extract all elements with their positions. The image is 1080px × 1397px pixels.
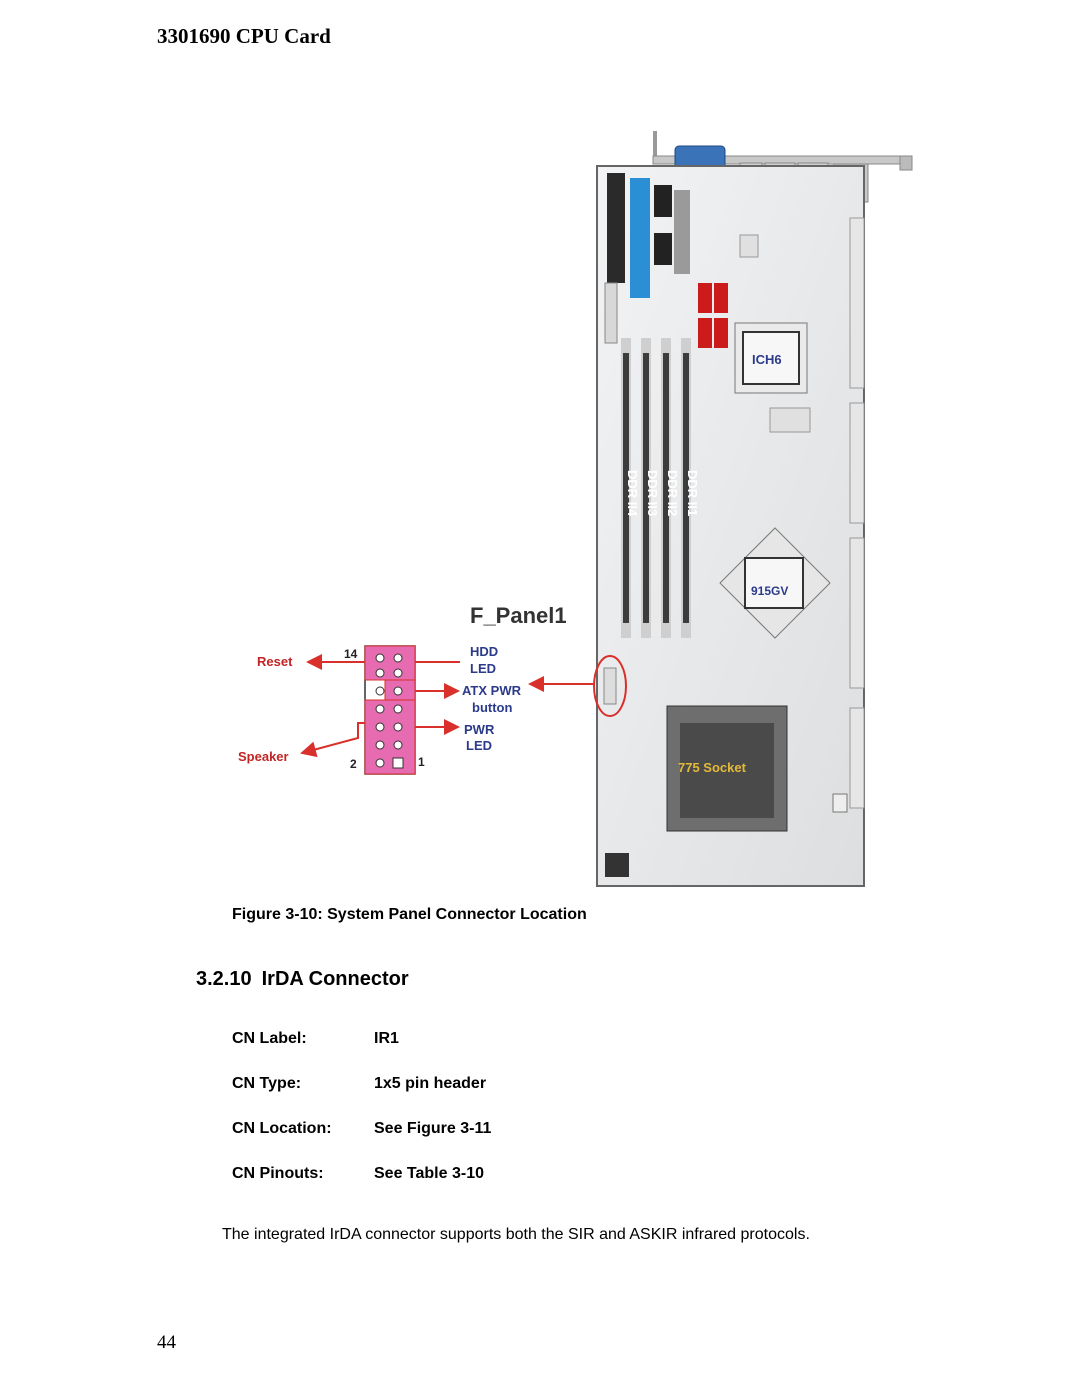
left-pin-header — [604, 282, 618, 344]
ich6-chip — [742, 331, 800, 385]
pin-1-label: 1 — [418, 755, 425, 769]
atx-pwr-button-label: button — [472, 700, 512, 715]
f-panel-header-onboard — [603, 667, 617, 705]
section-heading: 3.2.10 IrDA Connector — [196, 968, 409, 991]
usb-header-bottom — [654, 233, 672, 265]
cpu-socket-label: 775 Socket — [678, 760, 747, 775]
pin-2-label: 2 — [350, 757, 357, 771]
spec-value: See Figure 3-11 — [374, 1120, 492, 1137]
usb-header-top — [654, 185, 672, 217]
ddr-slot-3-label: DDR II3 — [645, 470, 660, 516]
sata-connectors — [698, 283, 728, 348]
atx-pwr-label: ATX PWR — [462, 683, 522, 698]
pwr-label: PWR — [464, 722, 495, 737]
spec-row-pinouts: CN Pinouts: See Table 3-10 — [232, 1165, 491, 1210]
reset-label: Reset — [257, 654, 293, 669]
ddr-slot-2-label: DDR II2 — [665, 470, 680, 516]
ich6-label: ICH6 — [752, 352, 782, 367]
page-header-title: 3301690 CPU Card — [157, 24, 331, 48]
section-title: IrDA Connector — [261, 968, 409, 990]
motherboard-figure: DDR II4 DDR II3 DDR II2 DDR II1 ICH6 915… — [230, 128, 915, 888]
hdd-led-label: LED — [470, 661, 496, 676]
ddr-slot-1-label: DDR II1 — [685, 470, 700, 516]
page-number: 44 — [157, 1332, 176, 1353]
f-panel-pin-diagram — [364, 645, 416, 775]
pwr-led-label: LED — [466, 738, 492, 753]
spec-key: CN Label: — [232, 1030, 307, 1047]
component-grid-2 — [739, 234, 759, 258]
floppy-connector — [607, 173, 625, 283]
edge-connector — [849, 217, 865, 809]
915gv-chip — [744, 557, 804, 609]
ddr-slot-4-label: DDR II4 — [625, 470, 640, 517]
f-panel-highlight-ellipse — [593, 655, 627, 717]
spec-row-location: CN Location: See Figure 3-11 — [232, 1120, 491, 1165]
dimm-slots — [621, 338, 691, 638]
cpu-fan-header — [832, 793, 848, 813]
secondary-ide-connector — [674, 190, 690, 274]
power-connector — [605, 853, 629, 877]
figure-caption: Figure 3-10: System Panel Connector Loca… — [232, 906, 587, 923]
speaker-label: Speaker — [238, 749, 289, 764]
915gv-label: 915GV — [751, 584, 788, 598]
spec-key: CN Pinouts: — [232, 1165, 324, 1182]
spec-value: IR1 — [374, 1030, 399, 1047]
cpu-socket-inner — [680, 723, 774, 818]
f-panel-title: F_Panel1 — [470, 603, 567, 628]
spec-value: See Table 3-10 — [374, 1165, 484, 1182]
hdd-label: HDD — [470, 644, 498, 659]
spec-key: CN Location: — [232, 1120, 332, 1137]
spec-row-type: CN Type: 1x5 pin header — [232, 1075, 491, 1120]
body-paragraph: The integrated IrDA connector supports b… — [222, 1226, 810, 1243]
pin-14-label: 14 — [344, 647, 358, 661]
spec-row-label: CN Label: IR1 — [232, 1030, 491, 1075]
speaker-arrow — [300, 722, 365, 758]
connector-specs: CN Label: IR1 CN Type: 1x5 pin header CN… — [232, 1030, 491, 1210]
spec-key: CN Type: — [232, 1075, 302, 1092]
ide-connector — [630, 178, 650, 298]
section-number: 3.2.10 — [196, 968, 252, 990]
component-grid-1 — [769, 407, 811, 433]
spec-value: 1x5 pin header — [374, 1075, 487, 1092]
